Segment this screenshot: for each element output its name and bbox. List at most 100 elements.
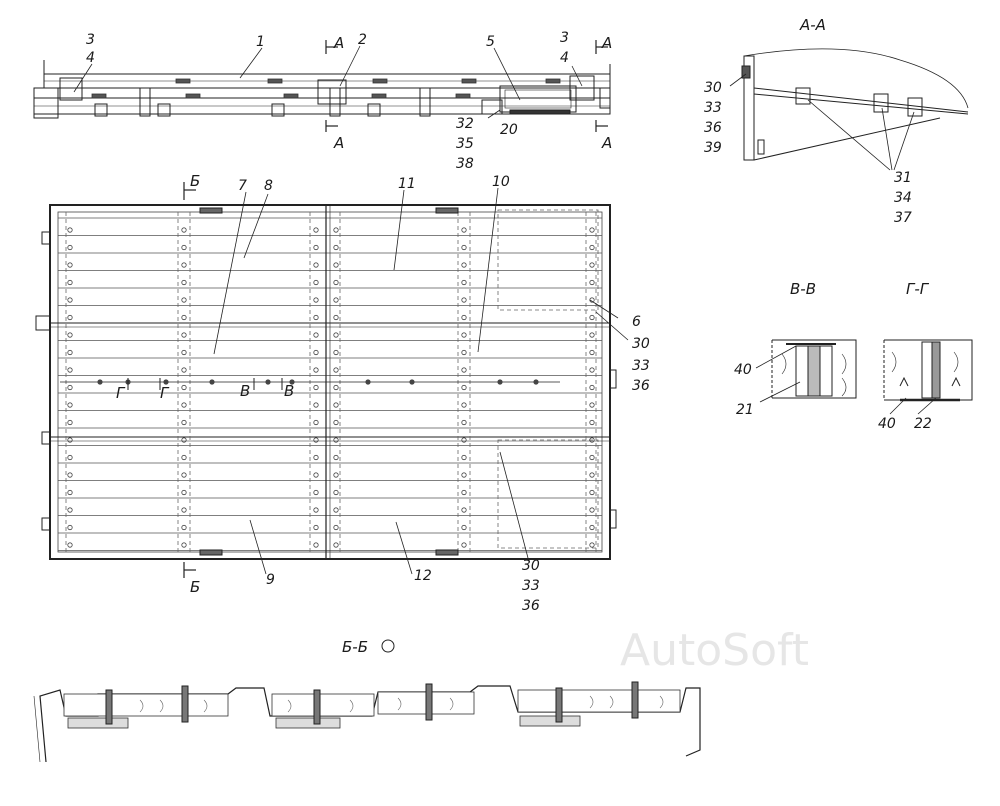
plan-view [35, 204, 617, 560]
bolt-hole [333, 489, 339, 496]
section-aa-drawing [741, 48, 969, 161]
section-title-aa: А-А [799, 16, 826, 34]
bolt-hole [589, 472, 595, 478]
aa-callout-37: 37 [894, 210, 912, 226]
bolt-hole [589, 332, 595, 338]
bolt-hole [67, 262, 73, 268]
bolt-hole [333, 507, 339, 513]
bolt-hole [313, 437, 319, 443]
bolt-hole [589, 244, 595, 251]
bolt-hole [461, 489, 467, 496]
section-bb-planks [63, 689, 681, 729]
bolt-hole [67, 297, 73, 303]
bolt-hole [461, 349, 467, 356]
bolt-hole [67, 349, 73, 356]
bolt-hole [333, 262, 339, 268]
side-view-bolts [91, 78, 561, 99]
bolt-hole [181, 244, 187, 251]
bolt-hole [181, 367, 187, 373]
callout-30-plan-bottom: 30 [522, 558, 540, 574]
callout-10: 10 [492, 174, 510, 190]
bolt-hole [181, 332, 187, 338]
bolt-hole [461, 437, 467, 443]
vv-callout-40: 40 [734, 362, 752, 378]
bolt-hole [181, 524, 187, 531]
cut-mark-v-2: В [284, 382, 294, 400]
bolt-hole [67, 507, 73, 513]
bolt-hole [67, 419, 73, 426]
bolt-hole [461, 314, 467, 321]
bolt-hole [461, 472, 467, 478]
aa-callout-30: 30 [704, 80, 722, 96]
bolt-hole [461, 454, 467, 461]
bolt-hole [333, 244, 339, 251]
cut-mark-a-top-left: А [333, 34, 344, 52]
aa-callout-39: 39 [704, 140, 722, 156]
centre-bolt [265, 379, 271, 385]
scale-circle-icon [381, 639, 395, 653]
bolt-hole [333, 367, 339, 373]
bolt-hole [313, 349, 319, 356]
bolt-hole [589, 402, 595, 408]
bolt-hole [333, 402, 339, 408]
section-gg-drawing [883, 339, 973, 402]
section-title-bb: Б-Б [342, 638, 368, 656]
gg-callout-22: 22 [914, 416, 932, 432]
bolt-hole [181, 507, 187, 513]
bolt-hole [333, 332, 339, 338]
bolt-hole [333, 384, 339, 391]
bolt-hole [181, 314, 187, 321]
centre-bolt [289, 379, 295, 385]
callout-3-left: 3 [86, 32, 95, 48]
bolt-hole [589, 262, 595, 268]
callout-11: 11 [398, 176, 416, 192]
callout-9: 9 [266, 572, 275, 588]
bolt-hole [589, 384, 595, 391]
bolt-hole [333, 472, 339, 478]
bolt-hole [313, 332, 319, 338]
callout-5: 5 [486, 34, 495, 50]
centre-bolt [163, 379, 169, 385]
cut-mark-g-2: Г [160, 384, 170, 402]
callout-38: 38 [456, 156, 474, 172]
callout-36-plan-right: 36 [632, 378, 650, 394]
bolt-hole [67, 332, 73, 338]
bolt-hole [313, 262, 319, 268]
bolt-hole [181, 542, 187, 548]
bolt-hole [589, 489, 595, 496]
bolt-hole [313, 524, 319, 531]
bolt-hole [461, 279, 467, 286]
bolt-hole [461, 384, 467, 391]
bolt-hole [181, 454, 187, 461]
bolt-hole [67, 454, 73, 461]
bolt-hole [67, 384, 73, 391]
callout-36-plan-bottom: 36 [522, 598, 540, 614]
bolt-hole [589, 227, 595, 233]
callout-3-right: 3 [560, 30, 569, 46]
bolt-hole [589, 524, 595, 531]
bolt-hole [333, 419, 339, 426]
bolt-hole [313, 542, 319, 548]
bolt-hole [313, 314, 319, 321]
bolt-hole [589, 349, 595, 356]
bolt-hole [181, 419, 187, 426]
aa-callout-31: 31 [894, 170, 912, 186]
section-title-gg: Г-Г [906, 280, 930, 298]
bolt-hole [589, 314, 595, 321]
callout-30-plan-right: 30 [632, 336, 650, 352]
bolt-hole [181, 472, 187, 478]
bolt-hole [67, 524, 73, 531]
vv-callout-21: 21 [736, 402, 754, 418]
bolt-hole [67, 542, 73, 548]
callout-6: 6 [632, 314, 641, 330]
bolt-hole [67, 437, 73, 443]
bolt-hole [333, 297, 339, 303]
bolt-hole [181, 489, 187, 496]
bolt-hole [589, 367, 595, 373]
bolt-hole [313, 279, 319, 286]
centre-bolt [97, 379, 103, 385]
aa-callout-34: 34 [894, 190, 912, 206]
bolt-hole [461, 402, 467, 408]
centre-bolt [497, 379, 503, 385]
bolt-hole [589, 437, 595, 443]
